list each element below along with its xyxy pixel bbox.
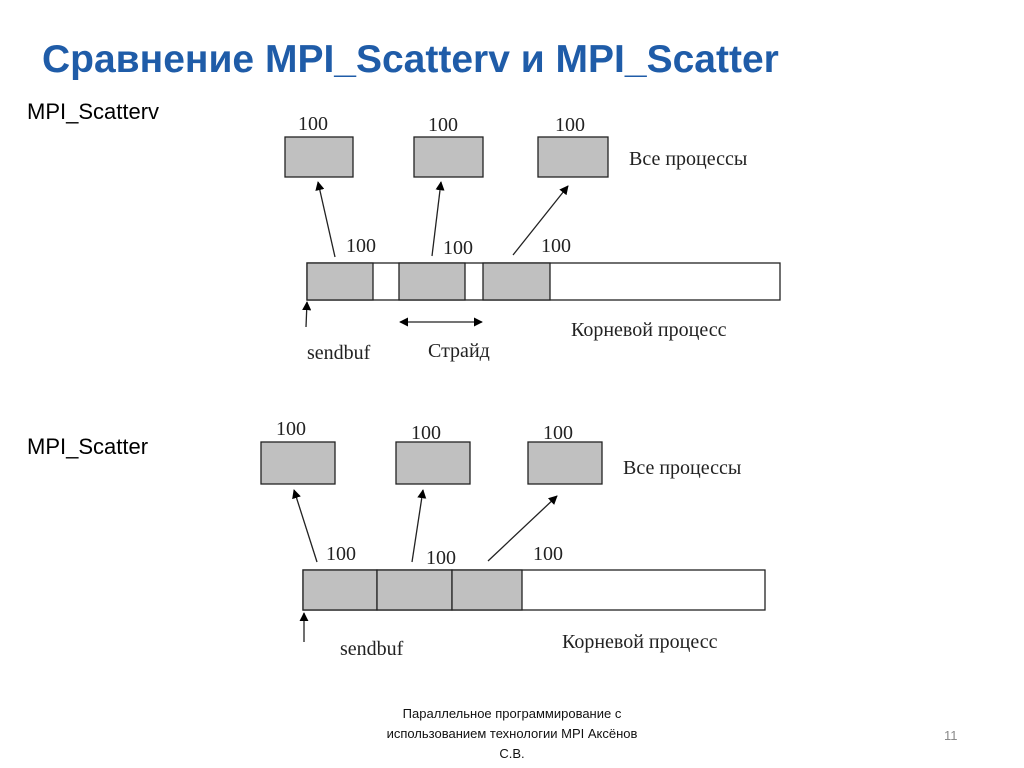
buffer-segment [482, 262, 551, 301]
scatterv-diagram [284, 136, 781, 328]
count-label: 100 [411, 422, 441, 444]
arrow [315, 181, 336, 258]
arrow [292, 489, 318, 563]
arrow [411, 489, 427, 563]
count-label: 100 [543, 422, 573, 444]
footer-line: Параллельное программирование с [402, 706, 622, 721]
process-block [527, 441, 603, 485]
count-label: 100 [298, 113, 328, 135]
count-label: 100 [541, 235, 571, 257]
process-block [537, 136, 609, 178]
footer-line: использованием технологии MPI Аксёнов [386, 726, 638, 741]
slide-footer: Параллельное программирование с использо… [352, 704, 672, 764]
count-label: 100 [276, 418, 306, 440]
arrow [431, 181, 445, 257]
sendbuf-label: sendbuf [307, 342, 371, 364]
slide-title: Сравнение MPI_Scatterv и MPI_Scatter [42, 38, 779, 81]
all-processes-label: Все процессы [623, 457, 741, 479]
count-label: 100 [533, 543, 563, 565]
scatterv-heading: MPI_Scatterv [27, 99, 160, 124]
root-process-label: Корневой процесс [562, 631, 718, 653]
buffer-segment [302, 569, 378, 611]
buffer-segment [451, 569, 523, 611]
process-block [413, 136, 484, 178]
count-label: 100 [555, 114, 585, 136]
sendbuf-arrow [302, 301, 312, 328]
count-label: 100 [326, 543, 356, 565]
footer-line: С.В. [499, 746, 525, 761]
arrow [487, 495, 558, 562]
sendbuf-label: sendbuf [340, 638, 404, 660]
arrow [512, 185, 569, 256]
count-label: 100 [426, 547, 456, 569]
process-block [284, 136, 354, 178]
scatter-heading: MPI_Scatter [27, 434, 149, 459]
count-label: 100 [443, 237, 473, 259]
process-block [395, 441, 471, 485]
process-block [260, 441, 336, 485]
scatter-diagram [260, 441, 766, 642]
buffer-segment [306, 262, 374, 301]
buffer-segment [398, 262, 466, 301]
stride-label: Страйд [428, 340, 490, 362]
buffer-segment [376, 569, 453, 611]
count-label: 100 [346, 235, 376, 257]
root-process-label: Корневой процесс [571, 319, 727, 341]
all-processes-label: Все процессы [629, 148, 747, 170]
count-label: 100 [428, 114, 458, 136]
page-number: 11 [944, 728, 958, 743]
